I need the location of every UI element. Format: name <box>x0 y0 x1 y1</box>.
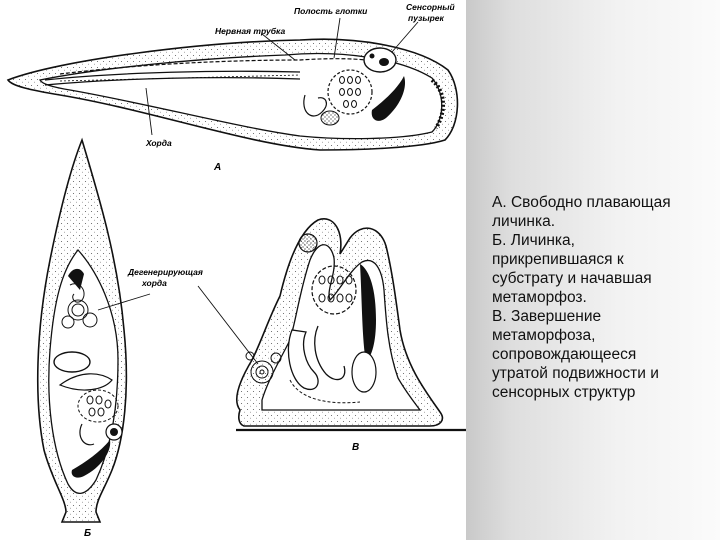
label-degenerating-notochord-line1: Дегенерирующая <box>127 267 203 277</box>
caption-line: сопровождающееся <box>492 345 714 364</box>
label-nerve-tube: Нервная трубка <box>215 26 285 36</box>
caption-line: субстрату и начавшая <box>492 269 714 288</box>
label-pharynx-cavity: Полость глотки <box>294 6 368 16</box>
caption-line: утратой подвижности и <box>492 364 714 383</box>
caption-line: Б. Личинка, <box>492 231 714 250</box>
label-degenerating-notochord-line2: хорда <box>141 278 167 288</box>
larva-v-drawing <box>198 219 466 430</box>
caption-line: В. Завершение <box>492 307 714 326</box>
larva-a-drawing <box>8 18 457 150</box>
ascidian-metamorphosis-figure: Полость глотки Сенсорный пузырек Нервная… <box>0 0 466 540</box>
caption-line: прикрепившаяся к <box>492 250 714 269</box>
label-sensory-vesicle-line1: Сенсорный <box>406 2 456 12</box>
larva-b-drawing <box>38 140 150 522</box>
caption-line: сенсорных структур <box>492 383 714 402</box>
caption-text: А. Свободно плавающая личинка. Б. Личинк… <box>492 193 714 402</box>
caption-line: А. Свободно плавающая <box>492 193 714 212</box>
caption-line: метаморфоза, <box>492 326 714 345</box>
caption-line: личинка. <box>492 212 714 231</box>
panel-letter-v: В <box>352 442 359 453</box>
caption-line: метаморфоз. <box>492 288 714 307</box>
label-notochord: Хорда <box>145 138 172 148</box>
panel-letter-b: Б <box>84 528 91 539</box>
caption-panel: А. Свободно плавающая личинка. Б. Личинк… <box>466 0 720 540</box>
label-sensory-vesicle-line2: пузырек <box>408 13 445 23</box>
panel-letter-a: А <box>213 162 221 173</box>
